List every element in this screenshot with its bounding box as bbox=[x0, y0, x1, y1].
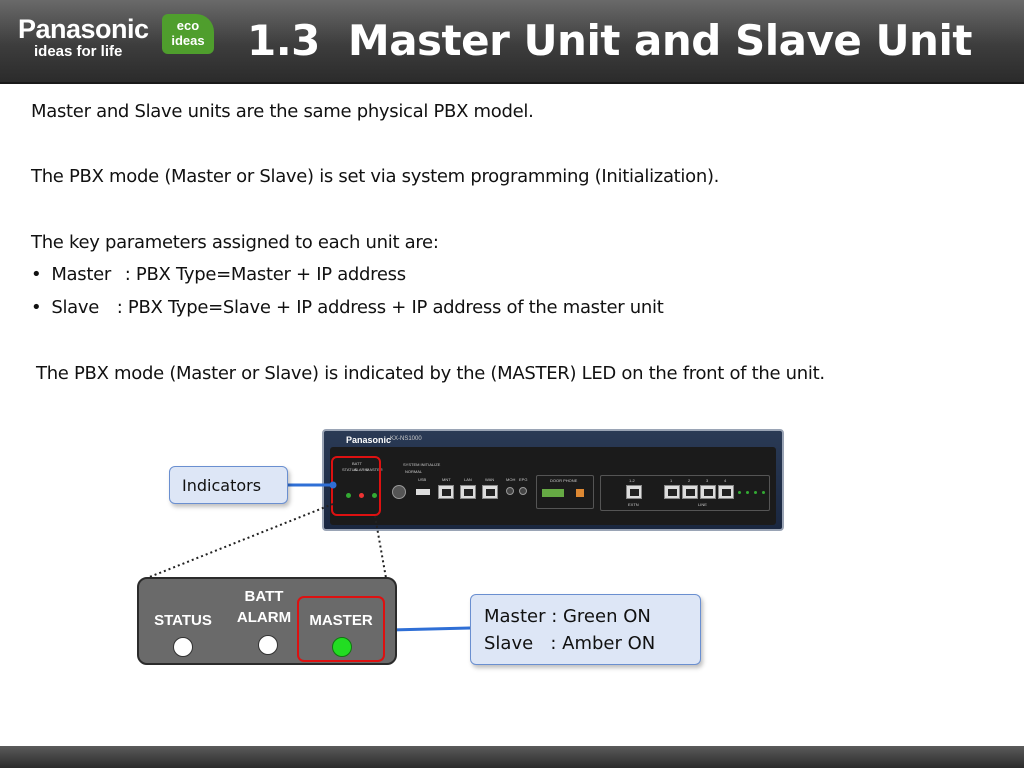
device-label-status: STATUS bbox=[342, 467, 358, 472]
mode-master-line: Master : Green ON bbox=[484, 606, 651, 627]
master-led-highlight bbox=[297, 596, 385, 662]
device-label-line-4: 4 bbox=[724, 478, 727, 483]
bullet-key: Slave bbox=[51, 297, 100, 318]
line-port-4 bbox=[718, 485, 734, 499]
zoom-dotted-left bbox=[146, 503, 334, 579]
paragraph-led-indication: The PBX mode (Master or Slave) is indica… bbox=[36, 363, 825, 384]
zoom-batt-label: BATT bbox=[244, 588, 284, 605]
device-label-extn-num: 1-2 bbox=[629, 478, 635, 483]
section-number: 1.3 bbox=[247, 16, 320, 65]
indicator-zoom-panel: STATUS BATT ALARM MASTER bbox=[137, 577, 397, 665]
device-master-led bbox=[372, 493, 377, 498]
device-label-doorphone: DOOR PHONE bbox=[550, 478, 578, 483]
system-switch bbox=[392, 485, 406, 499]
bullet-master: • Master : PBX Type=Master + IP address bbox=[31, 264, 406, 285]
eco-ideas-badge: eco ideas bbox=[162, 14, 214, 54]
bullet-dot: • bbox=[31, 297, 42, 318]
zoom-master-label: MASTER bbox=[309, 612, 373, 629]
device-label-alarm: ALARM bbox=[354, 467, 368, 472]
device-status-led bbox=[346, 493, 351, 498]
device-label-sysinit: SYSTEM INITIALIZE bbox=[403, 462, 441, 467]
device-label-wan: WAN bbox=[485, 477, 495, 482]
panasonic-logo: Panasonic bbox=[18, 14, 149, 44]
led-mode-callout: Master : Green ON Slave : Amber ON bbox=[470, 594, 701, 665]
bullet-slave: • Slave : PBX Type=Slave + IP address + I… bbox=[31, 297, 664, 318]
zoom-status-led bbox=[173, 637, 193, 657]
device-label-line-3: 3 bbox=[706, 478, 709, 483]
device-label-line: LINE bbox=[698, 502, 707, 507]
zoom-status-label: STATUS bbox=[154, 612, 212, 629]
indicators-callout: Indicators bbox=[169, 466, 288, 504]
page-title: 1.3 Master Unit and Slave Unit bbox=[247, 16, 972, 65]
device-label-line-1: 1 bbox=[670, 478, 673, 483]
paragraph-same-model: Master and Slave units are the same phys… bbox=[31, 101, 534, 122]
usb-port bbox=[416, 489, 430, 495]
header-bar: Panasonic ideas for life eco ideas 1.3 Ma… bbox=[0, 0, 1024, 84]
device-model: KX-NS1000 bbox=[390, 436, 422, 442]
bullet-text: : PBX Type=Master + IP address bbox=[119, 264, 406, 285]
door-phone-terminal bbox=[542, 489, 564, 497]
door-phone-terminal-2 bbox=[576, 489, 584, 497]
line-port-2 bbox=[682, 485, 698, 499]
title-text: Master Unit and Slave Unit bbox=[347, 16, 973, 65]
mnt-port bbox=[438, 485, 454, 499]
device-label-normal: NORMAL bbox=[405, 469, 423, 474]
device-brand: Panasonic bbox=[346, 435, 392, 445]
zoom-alarm-label: ALARM bbox=[236, 609, 292, 626]
extn-line-group bbox=[600, 475, 770, 511]
eco-badge-line1: eco bbox=[176, 18, 200, 33]
mode-connector bbox=[389, 626, 471, 632]
line-led-1 bbox=[738, 491, 741, 494]
line-led-3 bbox=[754, 491, 757, 494]
device-label-lan: LAN bbox=[464, 477, 472, 482]
epg-jack bbox=[519, 487, 527, 495]
device-label-line-2: 2 bbox=[688, 478, 691, 483]
pbx-device-front: Panasonic KX-NS1000 BATT STATUS ALARM MA… bbox=[322, 429, 784, 531]
logo-tagline: ideas for life bbox=[34, 43, 123, 60]
paragraph-key-params: The key parameters assigned to each unit… bbox=[31, 232, 439, 253]
zoom-master-led-green bbox=[332, 637, 352, 657]
zoom-alarm-led bbox=[258, 635, 278, 655]
mode-slave-line: Slave : Amber ON bbox=[484, 633, 656, 654]
eco-badge-line2: ideas bbox=[171, 33, 205, 48]
device-label-usb: USB bbox=[418, 477, 427, 482]
extn-port bbox=[626, 485, 642, 499]
indicators-highlight bbox=[331, 456, 381, 516]
device-label-master: MASTER bbox=[366, 467, 383, 472]
device-label-extn: EXTN bbox=[628, 502, 639, 507]
line-port-1 bbox=[664, 485, 680, 499]
bullet-key: Master bbox=[51, 264, 111, 285]
line-led-4 bbox=[762, 491, 765, 494]
paragraph-mode-set: The PBX mode (Master or Slave) is set vi… bbox=[31, 166, 720, 187]
device-label-batt: BATT bbox=[352, 461, 362, 466]
device-label-moh: MOH bbox=[506, 477, 516, 482]
wan-port bbox=[482, 485, 498, 499]
line-port-3 bbox=[700, 485, 716, 499]
line-led-2 bbox=[746, 491, 749, 494]
bullet-dot: • bbox=[31, 264, 42, 285]
device-label-mnt: MNT bbox=[442, 477, 451, 482]
footer-bar bbox=[0, 746, 1024, 768]
lan-port bbox=[460, 485, 476, 499]
device-alarm-led bbox=[359, 493, 364, 498]
door-phone-group bbox=[536, 475, 594, 509]
moh-jack bbox=[506, 487, 514, 495]
bullet-text: : PBX Type=Slave + IP address + IP addre… bbox=[111, 297, 664, 318]
device-panel: BATT STATUS ALARM MASTER SYSTEM INITIALI… bbox=[330, 447, 776, 525]
device-label-epg: EPG bbox=[519, 477, 528, 482]
